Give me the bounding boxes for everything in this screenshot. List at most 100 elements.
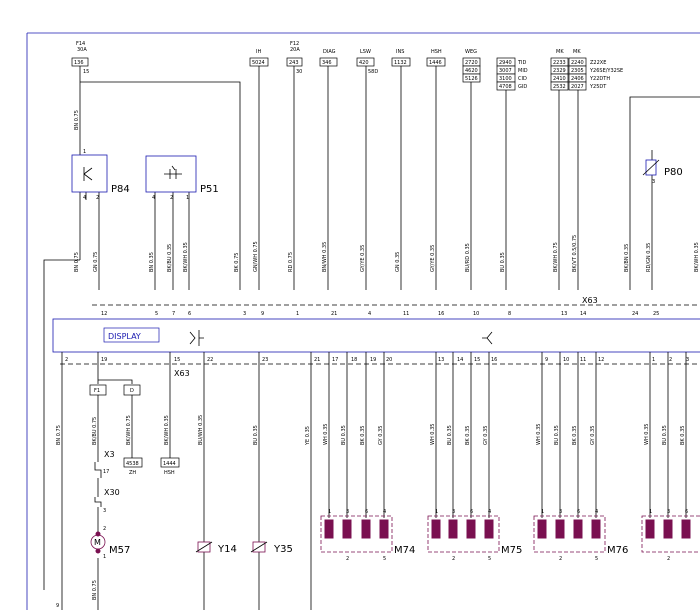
svg-text:8: 8 (508, 311, 511, 317)
x63-top-connector: X63 12 5 7 6 3 9 1 21 4 11 16 10 8 13 14… (92, 296, 700, 317)
svg-text:2: 2 (452, 556, 455, 562)
svg-text:X30: X30 (104, 488, 120, 497)
svg-text:BN 0.75: BN 0.75 (56, 425, 62, 445)
svg-text:BK/WH 0.35: BK/WH 0.35 (183, 242, 189, 272)
svg-text:16: 16 (491, 357, 497, 363)
svg-text:GY/YE 0.35: GY/YE 0.35 (360, 245, 366, 272)
f14-terminal: F14 30A 136 15 (71, 41, 89, 75)
svg-text:7: 7 (172, 311, 175, 317)
svg-text:3: 3 (652, 179, 655, 185)
svg-text:3007: 3007 (499, 68, 512, 74)
svg-text:6: 6 (470, 509, 473, 515)
svg-text:BN 0.35: BN 0.35 (149, 252, 155, 272)
f14-label: F14 (76, 41, 85, 47)
svg-text:2: 2 (669, 357, 672, 363)
svg-text:GN 0.35: GN 0.35 (395, 252, 401, 272)
svg-text:BN/WH 0.35: BN/WH 0.35 (322, 242, 328, 272)
ih-label: IH (256, 49, 261, 55)
p51-label: P51 (200, 184, 219, 195)
ih-terminal: IH 5024 (249, 49, 269, 67)
svg-text:6: 6 (188, 311, 191, 317)
y35-valve: Y35 (250, 541, 293, 555)
f14-term: 15 (83, 69, 89, 75)
svg-text:BU 0.35: BU 0.35 (253, 425, 259, 445)
bottom-wire-labels: BN 0.75 BK/BU 0.75 BK/WH 0.75 BK/WH 0.35… (56, 415, 686, 600)
svg-text:Y26SE/Y32SE: Y26SE/Y32SE (589, 68, 623, 74)
p80-label: P80 (664, 167, 683, 178)
svg-text:GY 0.35: GY 0.35 (378, 426, 384, 445)
ih-box: 5024 (252, 60, 265, 66)
svg-text:2532: 2532 (553, 84, 566, 90)
svg-text:GY/YE 0.35: GY/YE 0.35 (430, 245, 436, 272)
svg-text:17: 17 (103, 469, 109, 475)
svg-text:25: 25 (653, 311, 659, 317)
hsh-box: 1446 (429, 60, 442, 66)
p84-label: P84 (111, 184, 130, 195)
svg-text:2: 2 (559, 556, 562, 562)
svg-text:WH 0.35: WH 0.35 (430, 424, 436, 445)
f14-box: 136 (74, 60, 84, 66)
svg-text:6: 6 (577, 509, 580, 515)
x63-bottom-label: X63 (174, 369, 190, 378)
svg-text:5: 5 (595, 556, 598, 562)
f12-amps: 20A (290, 47, 300, 53)
ins-terminal: INS 1132 (391, 49, 411, 67)
diag-box: 346 (322, 60, 332, 66)
svg-text:GN/WH 0.75: GN/WH 0.75 (253, 241, 259, 272)
svg-text:BK/WH 0.75: BK/WH 0.75 (553, 242, 559, 272)
svg-text:1444: 1444 (163, 461, 176, 467)
svg-text:GY 0.35: GY 0.35 (483, 426, 489, 445)
svg-text:3: 3 (559, 509, 562, 515)
svg-text:BU 0.35: BU 0.35 (341, 425, 347, 445)
svg-text:2240: 2240 (571, 60, 584, 66)
x63-bottom-connector: X63 2 19 15 22 23 21 17 18 19 20 13 14 1… (60, 357, 700, 378)
svg-text:1: 1 (186, 195, 189, 201)
svg-text:X3: X3 (104, 450, 115, 459)
lsw-terminal: LSW 420 58D (356, 49, 378, 75)
svg-text:2940: 2940 (499, 60, 512, 66)
x30-connector: X30 3 (94, 488, 120, 514)
y14-label: Y14 (217, 544, 237, 555)
svg-text:3100: 3100 (499, 76, 512, 82)
svg-text:MID: MID (518, 68, 528, 74)
weg-label: WEG (465, 49, 477, 55)
svg-text:BK 0.35: BK 0.35 (680, 426, 686, 445)
motor-symbol: M (94, 538, 101, 547)
svg-text:15: 15 (174, 357, 180, 363)
svg-text:CID: CID (518, 76, 527, 82)
svg-text:9: 9 (545, 357, 548, 363)
svg-text:14: 14 (580, 311, 586, 317)
svg-text:4708: 4708 (499, 84, 512, 90)
y14-valve: Y14 (195, 541, 237, 555)
svg-text:YE 0.35: YE 0.35 (305, 426, 311, 446)
svg-text:10: 10 (473, 311, 479, 317)
svg-text:BK 0.35: BK 0.35 (465, 426, 471, 445)
svg-text:BK/BU 0.35: BK/BU 0.35 (167, 244, 173, 272)
svg-text:BN 0.75: BN 0.75 (74, 110, 80, 130)
svg-text:19: 19 (101, 357, 107, 363)
f12-term: 30 (296, 69, 302, 75)
svg-text:1: 1 (652, 357, 655, 363)
svg-text:Z22XE: Z22XE (590, 60, 606, 66)
hsh-label: HSH (431, 49, 442, 55)
svg-text:5: 5 (383, 556, 386, 562)
svg-text:4: 4 (488, 509, 491, 515)
svg-text:23: 23 (262, 357, 268, 363)
m76-motor: 1 3 6 4 2 5 M76 (533, 509, 628, 562)
svg-text:2: 2 (103, 526, 106, 532)
lsw-box: 420 (359, 60, 369, 66)
svg-text:21: 21 (314, 357, 320, 363)
svg-text:BK/BN 0.35: BK/BN 0.35 (624, 244, 630, 272)
svg-text:1: 1 (296, 311, 299, 317)
svg-text:21: 21 (331, 311, 337, 317)
partial-motor-right: 1 3 6 2 (641, 509, 700, 562)
svg-text:HSH: HSH (164, 470, 175, 476)
svg-text:TID: TID (517, 60, 527, 66)
svg-text:1: 1 (103, 554, 106, 560)
display-module: DISPLAY (52, 318, 700, 353)
svg-text:BU 0.35: BU 0.35 (500, 252, 506, 272)
svg-text:1: 1 (83, 149, 86, 155)
m57-label: M57 (109, 545, 130, 556)
svg-text:3: 3 (103, 508, 106, 514)
svg-text:10: 10 (563, 357, 569, 363)
